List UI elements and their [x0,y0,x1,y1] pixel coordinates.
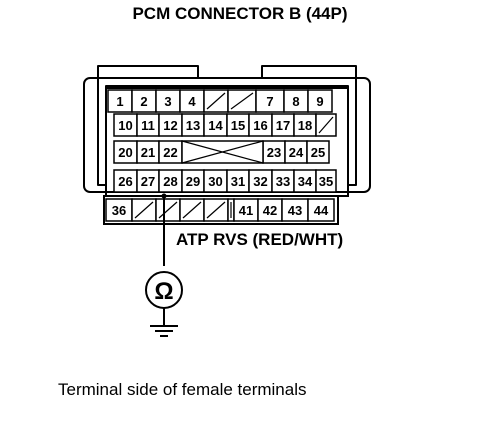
terminal-cell [307,89,333,113]
terminal-number: 11 [141,118,155,133]
diagram-title: PCM CONNECTOR B (44P) [132,4,348,23]
blank-slash [206,201,226,219]
diagram-caption: Terminal side of female terminals [58,380,307,399]
terminal-number: 26 [118,174,132,189]
terminal-number: 15 [231,118,245,133]
terminal-number: 44 [314,203,329,218]
terminal-number: 10 [118,118,132,133]
terminal-number: 33 [276,174,290,189]
terminal-number: 29 [186,174,200,189]
blank-slash [230,92,254,110]
terminal-number: 2 [140,94,147,109]
terminal-number: 36 [112,203,126,218]
terminal-number: 9 [316,94,323,109]
terminal-number: 22 [163,145,177,160]
signal-label: ATP RVS (RED/WHT) [176,230,344,249]
terminal-cell [307,198,335,222]
ohm-symbol: Ω [154,278,173,305]
blank-slash [134,201,154,219]
connector-housing [83,65,371,225]
terminal-number: 18 [298,118,312,133]
terminal-number: 12 [163,118,177,133]
terminal-number: 25 [311,145,325,160]
terminal-number: 20 [118,145,132,160]
blank-slash [182,201,202,219]
terminal-number: 31 [231,174,245,189]
blank-slash [206,92,226,110]
ground-icon [150,308,178,337]
terminal-number: 24 [289,145,304,160]
terminal-number: 14 [208,118,223,133]
terminal-number: 8 [292,94,299,109]
terminal-number: 1 [116,94,123,109]
terminal-cell [306,140,330,164]
terminal-number: 32 [253,174,267,189]
terminal-number: 3 [164,94,171,109]
terminal-number: 34 [298,174,313,189]
terminal-number: 41 [239,203,253,218]
ohmmeter-icon: Ω [145,271,183,309]
terminal-number: 23 [267,145,281,160]
terminal-number: 16 [253,118,267,133]
terminal-number: 13 [186,118,200,133]
terminal-number: 30 [208,174,222,189]
terminal-number: 43 [288,203,302,218]
terminal-number: 27 [141,174,155,189]
terminal-number: 21 [141,145,155,160]
terminal-number: 35 [319,174,333,189]
terminal-number: 17 [276,118,290,133]
blank-cross [181,140,264,164]
terminal-number: 28 [163,174,177,189]
terminal-cell [315,169,337,193]
terminal-number: 4 [188,94,196,109]
blank-slash [318,116,334,134]
blank-slash [158,201,178,219]
terminal-number: 7 [266,94,273,109]
terminal-number: 42 [263,203,277,218]
